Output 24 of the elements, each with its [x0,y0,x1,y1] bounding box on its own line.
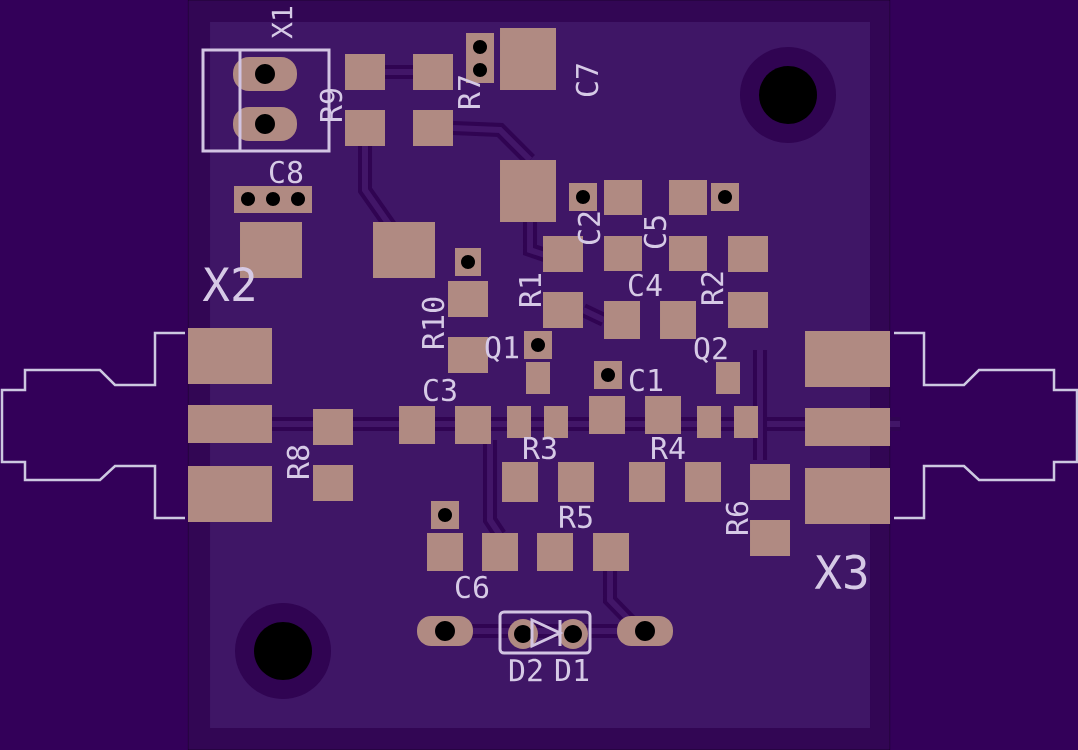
designator-label: C6 [456,575,489,599]
designator-label: D1 [555,659,589,681]
designator-label: C2 [577,212,601,244]
designator-label: C5 [643,216,667,248]
designator-label: R4 [652,437,685,459]
designator-label: Q2 [694,336,727,364]
designator-label: C7 [575,64,599,96]
designator-label: R10 [421,297,445,348]
designator-label: R2 [700,272,724,304]
designator-label: R7 [458,76,480,108]
designator-label: C1 [630,368,663,392]
designator-label: X1 [271,7,293,39]
designator-label: R8 [286,445,310,478]
designator-label: C4 [629,273,662,297]
designator-label: C3 [424,378,456,402]
designator-label: R1 [519,273,541,306]
designator-label: R3 [524,436,556,460]
designator-label: R9 [319,88,343,121]
designator-label: R6 [725,501,749,534]
designator-label: D2 [509,658,542,682]
designator-label: R5 [560,505,592,529]
designator-label: X2 [202,266,254,302]
designator-label: X3 [814,554,867,590]
designator-label: C8 [270,160,303,184]
